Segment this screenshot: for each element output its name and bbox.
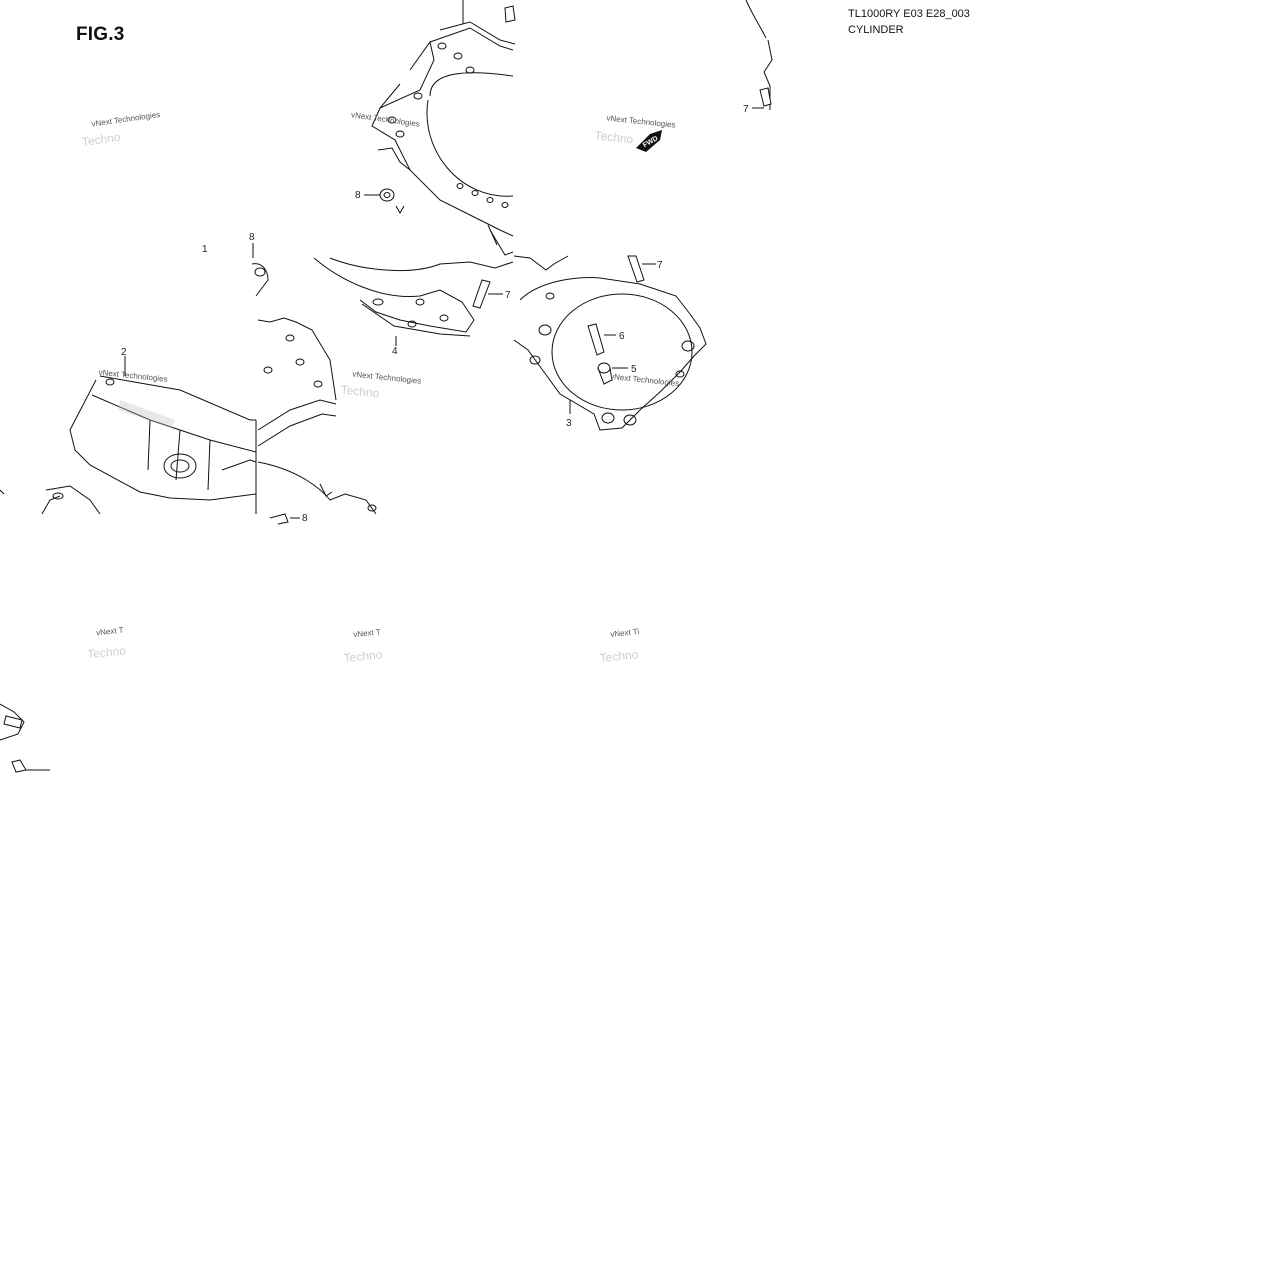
watermark-ghost: Techno [343, 647, 383, 665]
stud-part-7-middle [472, 279, 503, 309]
nut-part-8-upper [251, 243, 269, 297]
watermark-ghost: Techno [81, 130, 122, 149]
nut-part-8 [364, 188, 405, 215]
cylinder-block-rear [371, 0, 516, 256]
watermark-text: vNext Technologies [352, 370, 422, 386]
figure-title: FIG.3 [76, 24, 125, 45]
callout-5: 5 [631, 364, 637, 375]
stud-part-6 [587, 323, 616, 356]
watermark-text: vNext Technologies [350, 110, 420, 129]
callout-labels: 1 2 3 4 5 6 7 7 7 8 8 8 [121, 104, 749, 524]
model-code: TL1000RY E03 E28_003 [848, 8, 970, 20]
watermark-partial: vNext T [353, 627, 381, 639]
bottom-left-fragment [0, 489, 50, 773]
head-gasket-part-3 [513, 255, 707, 431]
callout-4: 4 [392, 346, 398, 357]
callout-7-middle: 7 [505, 290, 511, 301]
watermark-text: vNext Technologies [91, 110, 161, 129]
watermark-ghost: Techno [594, 128, 634, 146]
stud-part-7-gasket [627, 255, 656, 283]
callout-8-lower: 8 [302, 513, 308, 524]
callout-3: 3 [566, 418, 572, 429]
watermark-partial: vNext Ti [610, 627, 640, 639]
callout-2: 2 [121, 347, 127, 358]
watermark-ghost: Techno [599, 647, 639, 665]
header-block: TL1000RY E03 E28_003 CYLINDER [848, 6, 970, 38]
section-name: CYLINDER [848, 24, 904, 36]
callout-7-gasket: 7 [657, 260, 663, 271]
forward-arrow: FWD [636, 130, 662, 152]
cylinder-body-middle [257, 317, 377, 515]
callout-8-upper: 8 [249, 232, 255, 243]
base-gasket-part-4 [313, 257, 514, 346]
watermark-partial: vNext T [96, 626, 124, 638]
dowel-part-5 [597, 362, 628, 385]
watermark-text: vNext Technologies [606, 113, 676, 129]
nut-part-8-lower [269, 513, 300, 525]
watermark-ghost: Techno [340, 382, 380, 400]
cylinder-block-front [41, 356, 257, 515]
watermark-ghost: Techno [87, 643, 127, 661]
callout-6: 6 [619, 331, 625, 342]
callout-1: 1 [202, 244, 208, 255]
cylinder-edge-right [745, 0, 773, 110]
watermark-text: vNext Technologies [610, 372, 680, 388]
callout-7-top: 7 [743, 104, 749, 115]
callout-8-nut: 8 [355, 190, 361, 201]
